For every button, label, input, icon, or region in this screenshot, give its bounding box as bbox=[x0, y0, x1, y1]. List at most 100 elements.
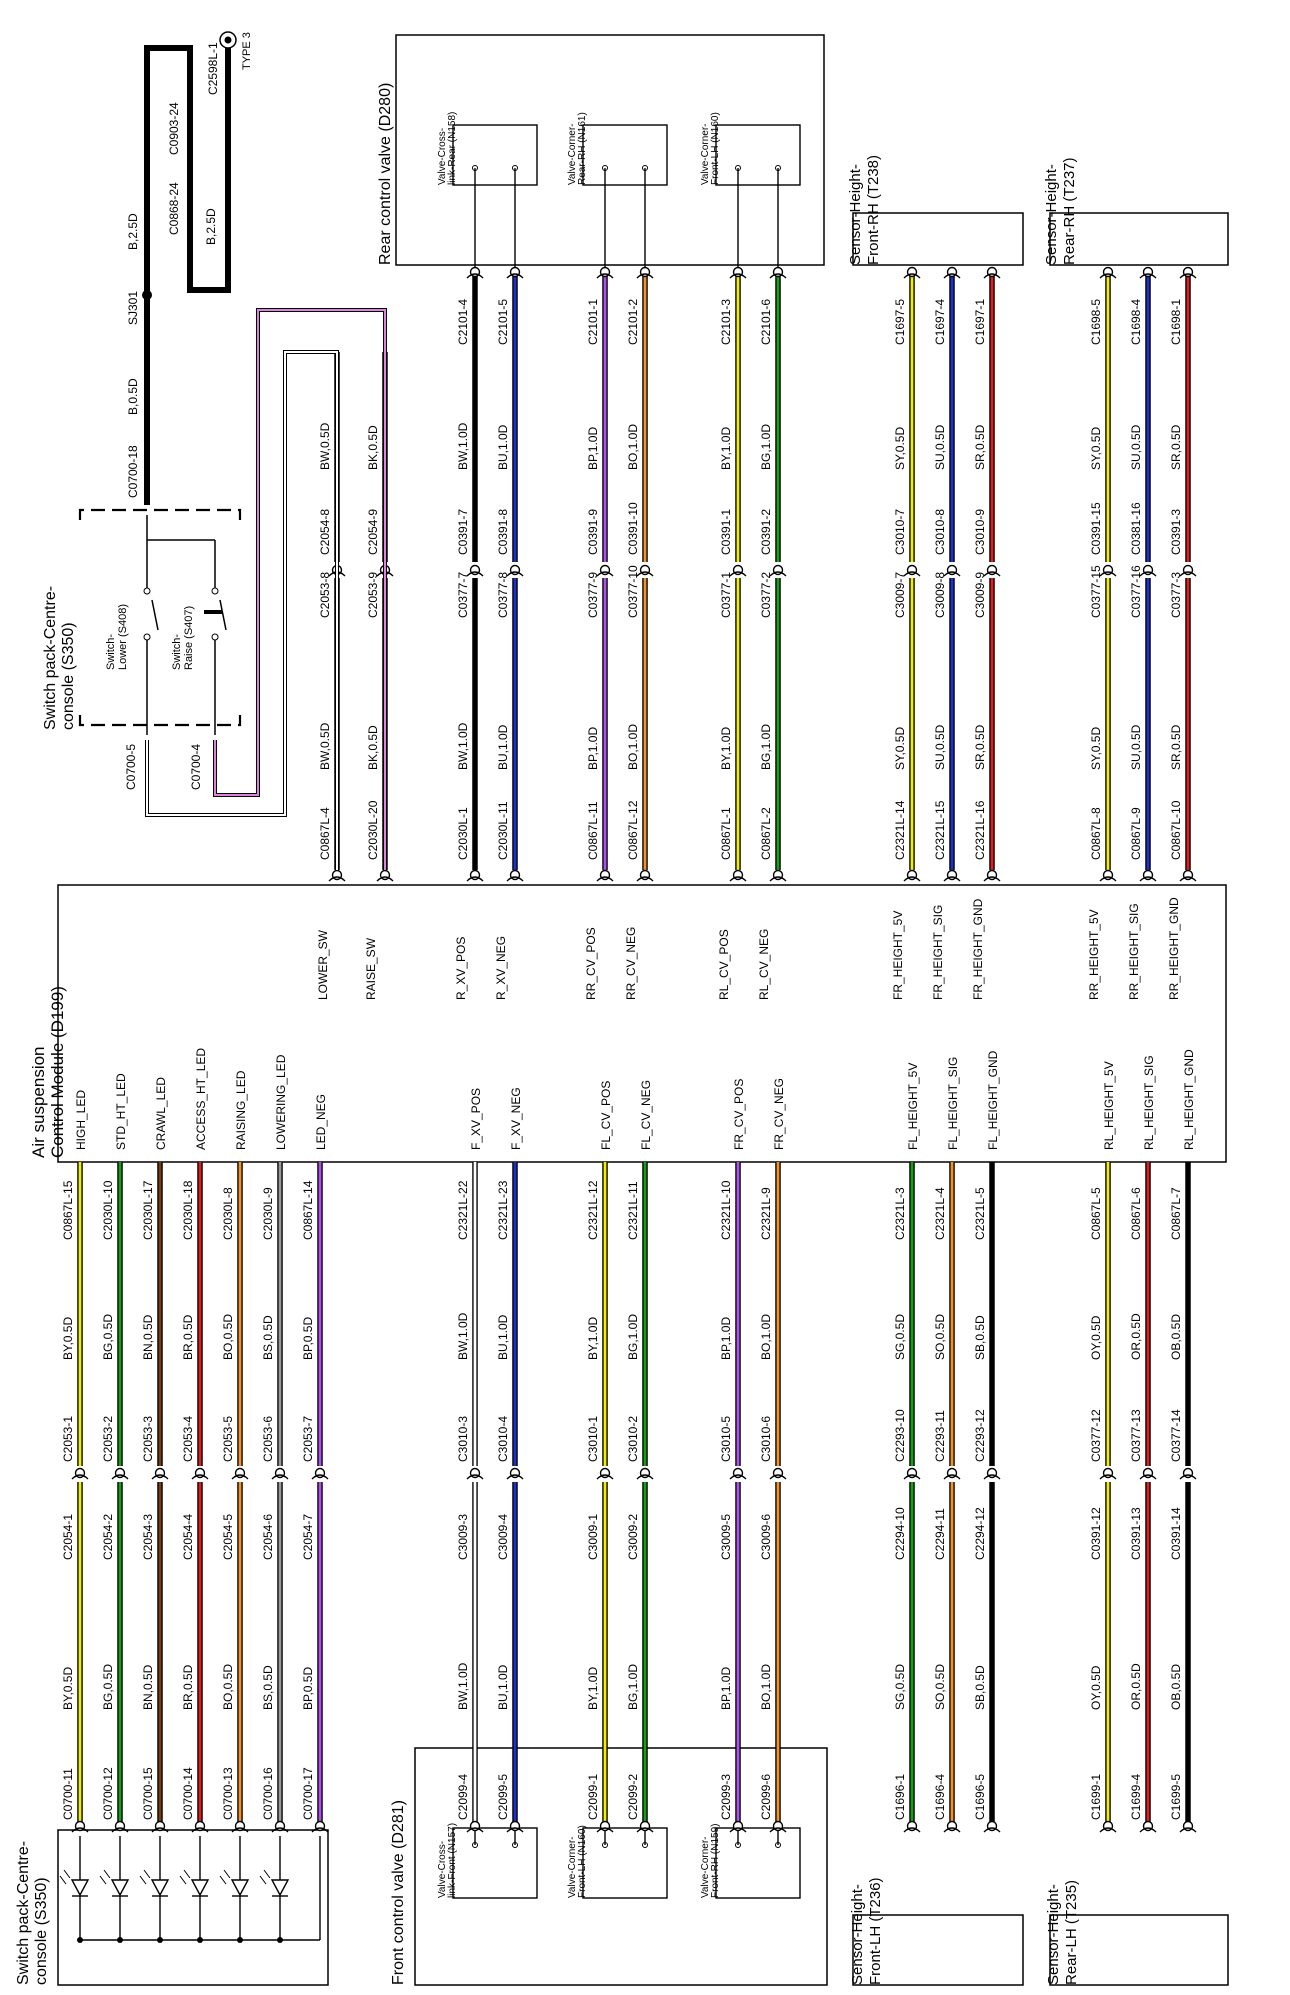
inline-connector-icon bbox=[1139, 1467, 1157, 1480]
wire-spec-label: SO,0.5D bbox=[933, 1664, 947, 1710]
sensor-rear-rh-box: Sensor-Height- Rear-RH (T237) bbox=[1043, 157, 1229, 266]
wire-lower: C2321L-22BW,1.0DC3010-3C3009-3BW,1.0DC20… bbox=[456, 1162, 484, 1833]
inline-connector-icon bbox=[1179, 1467, 1197, 1480]
connector-label: C3009-9 bbox=[973, 572, 987, 618]
wire-spec-label: BN,0.5D bbox=[141, 1664, 155, 1710]
wire-upper: C0867L-1BY,1.0DC0377-1C0391-1BY,1.0DC210… bbox=[719, 266, 747, 882]
wire-spec-label: OR,0.5D bbox=[1129, 1313, 1143, 1360]
pin-connector-icon bbox=[596, 869, 614, 882]
inline-connector-icon bbox=[636, 1467, 654, 1480]
pin-connector-icon bbox=[1179, 869, 1197, 882]
sensor-front-rh-box: Sensor-Height- Front-RH (T238) bbox=[847, 155, 1024, 266]
ecu-pin-rr-height-5v: RR_HEIGHT_5V bbox=[1087, 909, 1101, 1000]
wire-spec-label: BW,1.0D bbox=[456, 722, 470, 770]
connector-label: C0377-13 bbox=[1129, 1409, 1143, 1462]
lower-harness: C0867L-15BY,0.5DC2053-1C2054-1BY,0.5DC07… bbox=[61, 1162, 1197, 1833]
connector-label: C0867L-9 bbox=[1129, 807, 1143, 860]
connector-label: C2101-3 bbox=[719, 299, 733, 345]
connector-label: C3009-6 bbox=[759, 1514, 773, 1560]
wire-lower: C0867L-5OY,0.5DC0377-12C0391-12OY,0.5DC1… bbox=[1089, 1162, 1117, 1833]
connector-label: C2054-4 bbox=[181, 1514, 195, 1560]
valve-corner-rear-rh: Valve-Corner-Rear-RH (N161) bbox=[567, 112, 668, 186]
pin-connector-icon bbox=[466, 869, 484, 882]
wire-upper: C0867L-9SU,0.5DC0377-16C0381-16SU,0.5DC1… bbox=[1129, 266, 1157, 882]
connector-label: C0381-16 bbox=[1129, 502, 1143, 555]
connector-label: C0391-2 bbox=[759, 509, 773, 555]
connector-label: C0391-3 bbox=[1169, 509, 1183, 555]
connector-label: C3010-9 bbox=[973, 509, 987, 555]
connector-label: C2101-6 bbox=[759, 299, 773, 345]
sensor-rear-rh-title-2: Rear-RH (T237) bbox=[1061, 157, 1078, 265]
connector-label: C0391-9 bbox=[586, 509, 600, 555]
valve-label-1: Valve-Cross- bbox=[437, 128, 448, 185]
connector-label: C2321L-23 bbox=[496, 1180, 510, 1240]
wire-spec-label: BW,1.0D bbox=[456, 1312, 470, 1360]
wire-upper: C0867L-12BO,1.0DC0377-10C0391-10BO,1.0DC… bbox=[626, 266, 654, 882]
wire-spec-label: SB,0.5D bbox=[973, 1665, 987, 1710]
wire-spec-label: BY,0.5D bbox=[61, 1317, 75, 1360]
connector-label: C1698-1 bbox=[1169, 299, 1183, 345]
connector-label: C2099-1 bbox=[586, 1774, 600, 1820]
pin-connector-icon bbox=[466, 1820, 484, 1833]
connector-label: C0867L-2 bbox=[759, 807, 773, 860]
ecu-title-line1: Air suspension bbox=[29, 1046, 48, 1158]
sensor-front-lh-title-1: Sensor-Height- bbox=[849, 1884, 866, 1985]
ecu-pin-lower-sw: LOWER_SW bbox=[316, 929, 330, 1000]
connector-label: C0377-2 bbox=[759, 572, 773, 618]
wire-spec-label: BN,0.5D bbox=[141, 1314, 155, 1360]
pin-connector-icon bbox=[903, 266, 921, 279]
connector-label: C0867L-12 bbox=[626, 800, 640, 860]
sensor-front-rh-title-2: Front-RH (T238) bbox=[865, 155, 882, 265]
inline-connector-icon bbox=[983, 564, 1001, 577]
connector-label: C2030L-17 bbox=[141, 1180, 155, 1240]
valve-label-2: link-Front (N157) bbox=[447, 1823, 458, 1898]
inline-connector-icon bbox=[1099, 564, 1117, 577]
switch-lower-label-1: Switch- bbox=[105, 634, 117, 670]
switch-pack-led-box: Switch pack-Centre- console (S350) bbox=[15, 1829, 329, 1986]
connector-label: C2054-3 bbox=[141, 1514, 155, 1560]
connector-label: C0391-13 bbox=[1129, 1507, 1143, 1560]
pin-connector-icon bbox=[769, 1820, 787, 1833]
inline-connector-icon bbox=[636, 564, 654, 577]
sensor-front-rh-title-1: Sensor-Height- bbox=[847, 164, 864, 265]
wire-lower: C2321L-23BU,1.0DC3010-4C3009-4BU,1.0DC20… bbox=[496, 1162, 524, 1833]
pin-connector-icon bbox=[596, 1820, 614, 1833]
wire-spec-label: BP,1.0D bbox=[586, 427, 600, 470]
connector-label: C0391-10 bbox=[626, 502, 640, 555]
connector-label: C2321L-14 bbox=[893, 800, 907, 860]
led-array bbox=[59, 1836, 321, 1943]
wire-spec-label: BU,1.0D bbox=[496, 724, 510, 770]
sensor-rear-lh-title-1: Sensor-Height- bbox=[1045, 1884, 1062, 1985]
inline-connector-icon bbox=[1139, 564, 1157, 577]
connector-label: C3009-3 bbox=[456, 1514, 470, 1560]
inline-connector-icon bbox=[466, 1467, 484, 1480]
ecu-pin-fl-height-5v: FL_HEIGHT_5V bbox=[906, 1063, 920, 1150]
connector-label: C1696-4 bbox=[933, 1774, 947, 1820]
pin-connector-icon bbox=[903, 1820, 921, 1833]
connector-label: C0700-15 bbox=[141, 1767, 155, 1820]
connector-label: C0377-7 bbox=[456, 572, 470, 618]
wire-upper: C0867L-10SR,0.5DC0377-3C0391-3SR,0.5DC16… bbox=[1169, 266, 1197, 882]
connector-label: C3010-4 bbox=[496, 1416, 510, 1462]
front-control-valve-box: Front control valve (D281) bbox=[390, 1747, 828, 1986]
wire-lower: C0867L-14BP,0.5DC2053-7C2054-7BP,0.5DC07… bbox=[301, 1162, 329, 1833]
connector-label: C2293-12 bbox=[973, 1409, 987, 1462]
rear-control-valve-box: Rear control valve (D280) bbox=[377, 34, 825, 266]
connector-label: C2053-8 bbox=[318, 572, 332, 618]
pin-connector-icon bbox=[983, 1820, 1001, 1833]
connector-label: C3010-3 bbox=[456, 1416, 470, 1462]
connector-label: C1699-5 bbox=[1169, 1774, 1183, 1820]
wire-spec-label: BK,0.5D bbox=[366, 425, 380, 470]
sensor-front-lh-box: Sensor-Height- Front-LH (T236) bbox=[849, 1877, 1024, 1986]
connector-label: C0700-11 bbox=[61, 1768, 75, 1820]
wire-lower: C0867L-7OB,0.5DC0377-14C0391-14OB,0.5DC1… bbox=[1169, 1162, 1197, 1833]
connector-label: C2054-6 bbox=[261, 1514, 275, 1560]
valve-corner-front-lh: Valve-Corner-Front-LH (N160) bbox=[567, 1825, 668, 1899]
led-icon bbox=[259, 1836, 290, 1943]
switch-pack-sw-title-2: console (S350) bbox=[60, 622, 77, 730]
connector-label: C2053-6 bbox=[261, 1416, 275, 1462]
wire-spec-label: SG,0.5D bbox=[893, 1314, 907, 1360]
b25b-label: B,2.5D bbox=[204, 208, 218, 245]
wire-spec-label: BP,1.0D bbox=[719, 1317, 733, 1360]
connector-label: C1699-4 bbox=[1129, 1774, 1143, 1820]
